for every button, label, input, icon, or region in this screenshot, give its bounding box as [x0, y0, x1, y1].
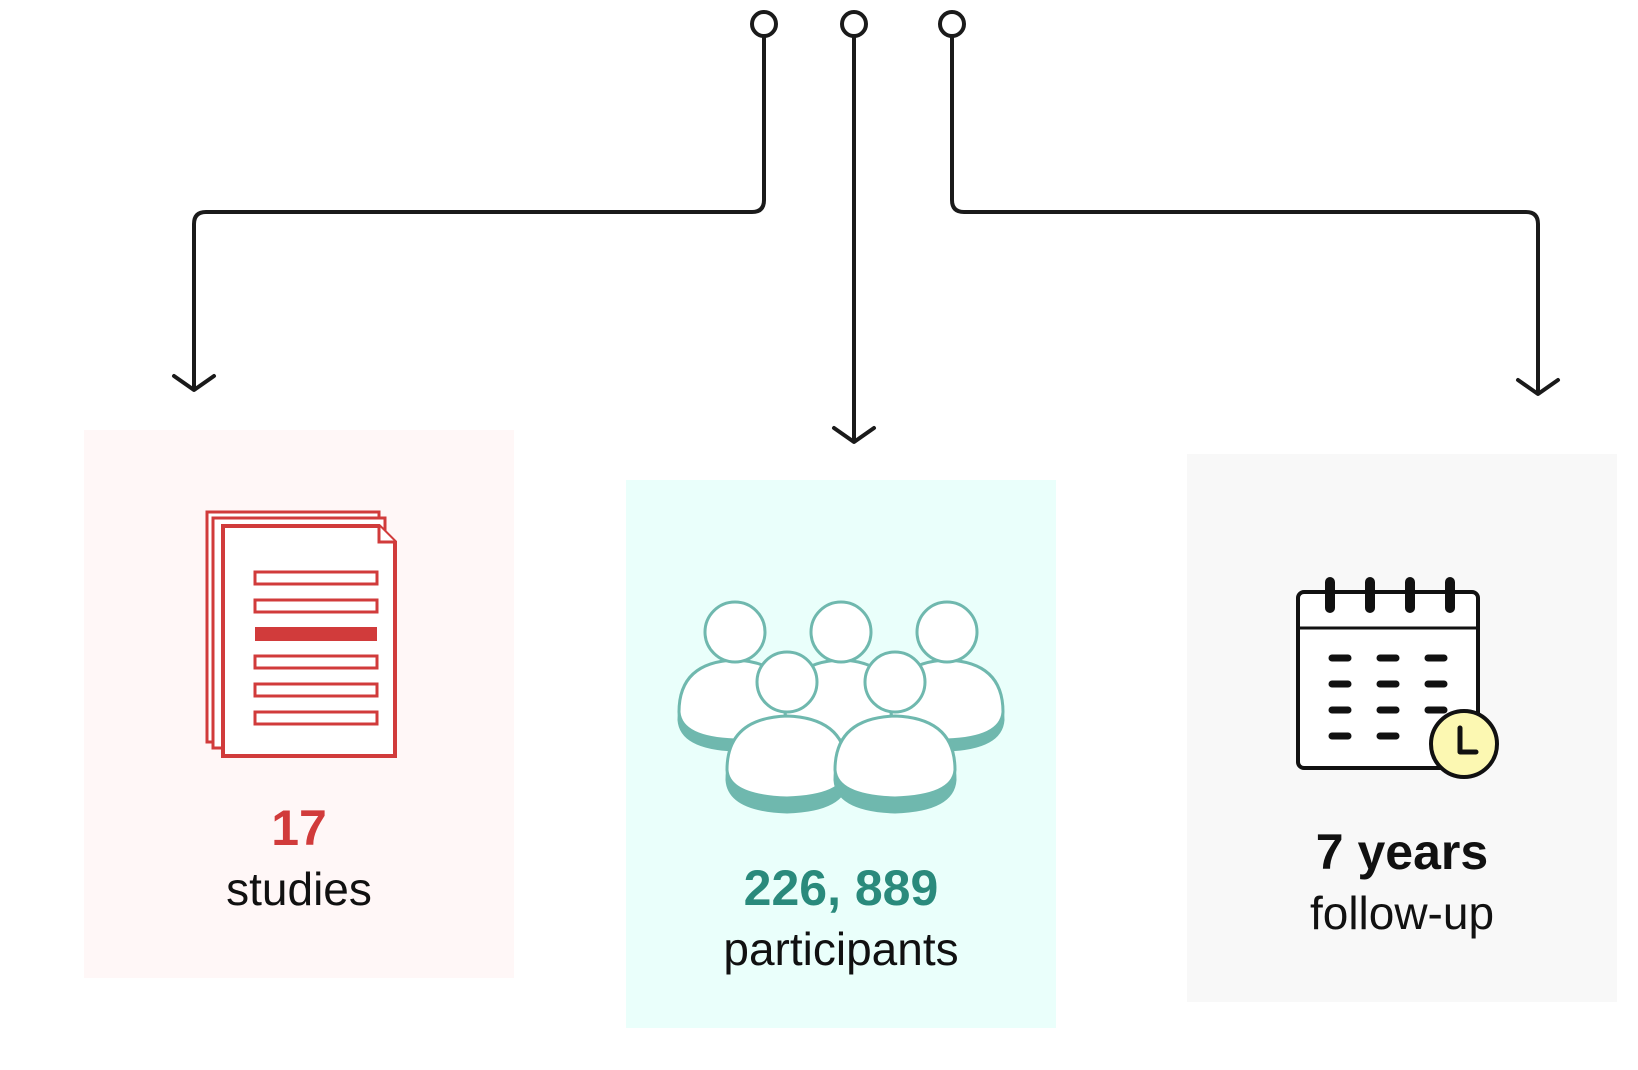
followup-label: follow-up: [1309, 887, 1495, 939]
card-participants: 226, 889 participants: [626, 480, 1056, 1028]
clock-icon: [1429, 709, 1499, 779]
studies-icon-wrap: [84, 508, 514, 758]
studies-label: studies: [226, 863, 372, 915]
document-stack-icon: [205, 510, 397, 758]
studies-value: 17: [271, 800, 327, 856]
connector-to-followup: [938, 10, 1560, 396]
followup-icon-wrap: [1187, 572, 1617, 782]
people-group-icon: [677, 600, 1005, 814]
participants-label: participants: [723, 923, 959, 975]
card-followup: 7 years follow-up: [1187, 454, 1617, 1002]
followup-value: 7 years: [1315, 824, 1489, 880]
participants-icon-wrap: [626, 600, 1056, 820]
connector-to-studies: [172, 10, 778, 392]
participants-value: 226, 889: [743, 860, 939, 916]
calendar-clock-icon: [1296, 577, 1499, 779]
card-studies: 17 studies: [84, 430, 514, 978]
connector-to-participants: [832, 10, 876, 444]
